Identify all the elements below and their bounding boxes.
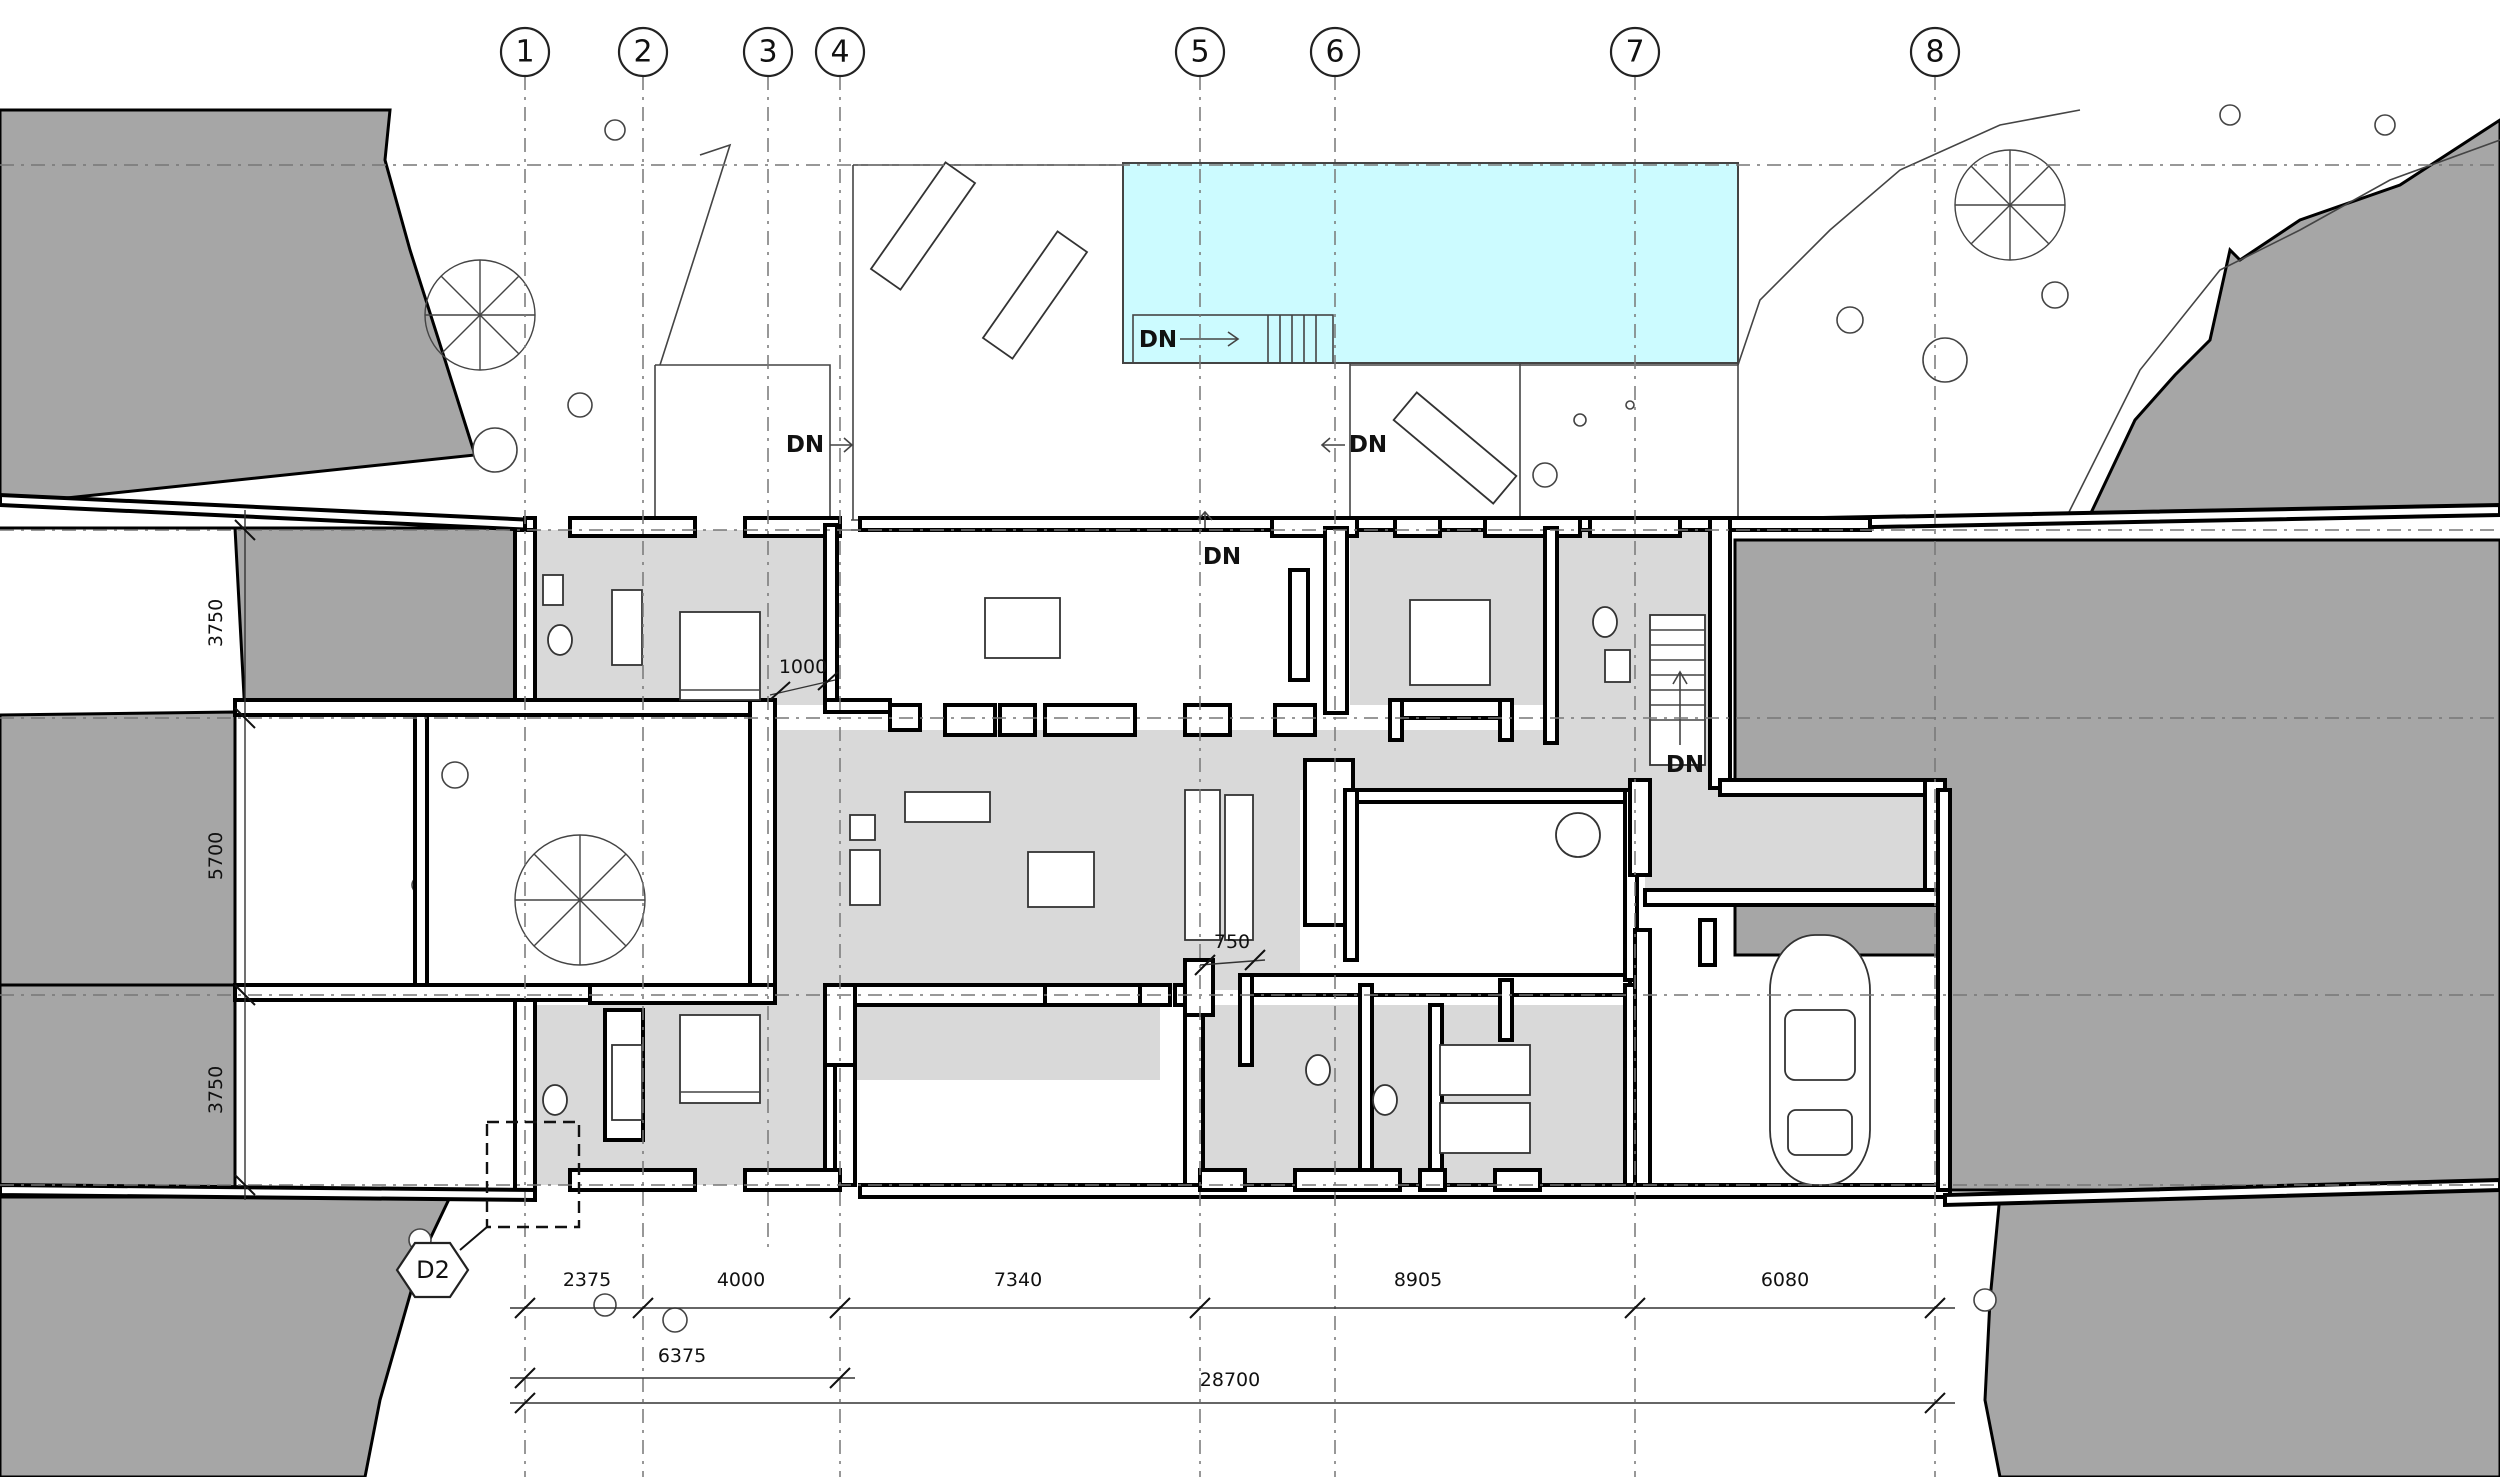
sofa-north	[904, 791, 991, 823]
section-marker-label: D2	[416, 1256, 450, 1284]
shrub	[441, 761, 469, 789]
shrub	[1625, 400, 1635, 410]
toilet	[547, 624, 573, 656]
bed	[1439, 1102, 1531, 1154]
car	[1769, 934, 1871, 1186]
toilet	[1372, 1084, 1398, 1116]
shrub	[2219, 104, 2241, 126]
grid-label-5: 5	[1190, 35, 1209, 70]
structural-grid	[0, 76, 2500, 1477]
bed	[1409, 599, 1491, 686]
tree-left	[424, 259, 536, 371]
dimensions-horizontal: 2375 4000 7340 8905 6080 6375 28700	[510, 1269, 1955, 1414]
section-marker-d2: D2	[395, 1120, 581, 1299]
dim-1000: 1000	[779, 656, 827, 678]
ground-left-mid-2	[0, 710, 237, 1012]
shrub	[472, 427, 518, 473]
sofa-west	[849, 849, 881, 906]
tag-living-down: DN	[1203, 544, 1241, 570]
toilet	[1305, 1054, 1331, 1086]
wardrobe	[611, 589, 643, 666]
dim-6080: 6080	[1761, 1269, 1809, 1291]
dim-6375: 6375	[658, 1345, 706, 1367]
ground-right-upper	[2087, 118, 2500, 517]
dimensions-vertical: 3750 5700 3750	[205, 510, 256, 1200]
grid-bubble-7: 7	[1609, 26, 1661, 78]
grid-bubble-8: 8	[1909, 26, 1961, 78]
site-ground	[0, 108, 2500, 1477]
armchair	[849, 814, 876, 841]
shrub	[662, 1307, 688, 1333]
shrub	[593, 1293, 617, 1317]
ground-right-bottom	[1983, 1188, 2500, 1477]
grid-bubbles: 1 2 3 4 5 6 7 8	[499, 26, 1961, 78]
grid-bubble-1: 1	[499, 26, 551, 78]
level-tags: DN DN DN DN DN	[786, 327, 1704, 778]
toilet	[542, 1084, 568, 1116]
furniture	[542, 574, 1871, 1186]
ground-left-lower	[0, 983, 237, 1192]
dimensions-interior: 1000 750	[769, 656, 1266, 976]
pool-steps	[1132, 314, 1334, 364]
bed	[679, 611, 761, 701]
tree-courtyard	[514, 834, 646, 966]
tag-pool-down: DN	[1139, 327, 1177, 353]
bed	[679, 1014, 761, 1104]
kitchen-table	[1027, 851, 1095, 908]
grid-bubble-4: 4	[814, 26, 866, 78]
shrub	[2374, 114, 2396, 136]
tree-right	[1954, 149, 2066, 261]
wardrobe	[611, 1044, 643, 1121]
basin	[542, 574, 564, 606]
dim-3750-south: 3750	[205, 1066, 227, 1114]
dim-8905: 8905	[1394, 1269, 1442, 1291]
grid-bubble-5: 5	[1174, 26, 1226, 78]
shrub	[1922, 337, 1968, 383]
ground-left-mid	[0, 526, 517, 717]
utility-floor	[1645, 790, 1925, 900]
shrub	[604, 119, 626, 141]
grid-bubble-2: 2	[617, 26, 669, 78]
grid-label-4: 4	[830, 35, 849, 70]
grid-label-7: 7	[1625, 35, 1644, 70]
round-table	[1555, 812, 1601, 858]
dim-5700: 5700	[205, 832, 227, 880]
dim-750: 750	[1214, 931, 1250, 953]
ground-left-upper	[0, 108, 477, 507]
tag-terrace-left-down: DN	[786, 432, 824, 458]
bedroom-se-floor	[1185, 1005, 1630, 1190]
shrub	[1573, 413, 1587, 427]
dim-3750-north: 3750	[205, 599, 227, 647]
dim-2375: 2375	[563, 1269, 611, 1291]
toilet	[1592, 606, 1618, 638]
shrub	[2041, 281, 2069, 309]
grid-bubble-3: 3	[742, 26, 794, 78]
tag-stair-down: DN	[1666, 752, 1704, 778]
shrub	[1836, 306, 1864, 334]
dining-table	[984, 597, 1061, 659]
grid-label-2: 2	[633, 35, 652, 70]
shrub	[567, 392, 593, 418]
shrub	[1532, 462, 1558, 488]
grid-label-3: 3	[758, 35, 777, 70]
bed	[1439, 1044, 1531, 1096]
grid-bubble-6: 6	[1309, 26, 1361, 78]
ground-left-bottom	[0, 1195, 453, 1477]
grid-label-8: 8	[1925, 35, 1944, 70]
basin	[1604, 649, 1631, 683]
swimming-pool	[1122, 162, 1739, 364]
kitchen-counter	[1224, 794, 1254, 941]
dim-28700: 28700	[1200, 1369, 1260, 1391]
landscape-trees	[408, 104, 2396, 1333]
kitchen-island	[1184, 789, 1221, 941]
grid-label-6: 6	[1325, 35, 1344, 70]
shrub	[1973, 1288, 1997, 1312]
grid-label-1: 1	[515, 35, 534, 70]
dim-7340: 7340	[994, 1269, 1042, 1291]
tag-terrace-right-down: DN	[1349, 432, 1387, 458]
dim-4000: 4000	[717, 1269, 765, 1291]
